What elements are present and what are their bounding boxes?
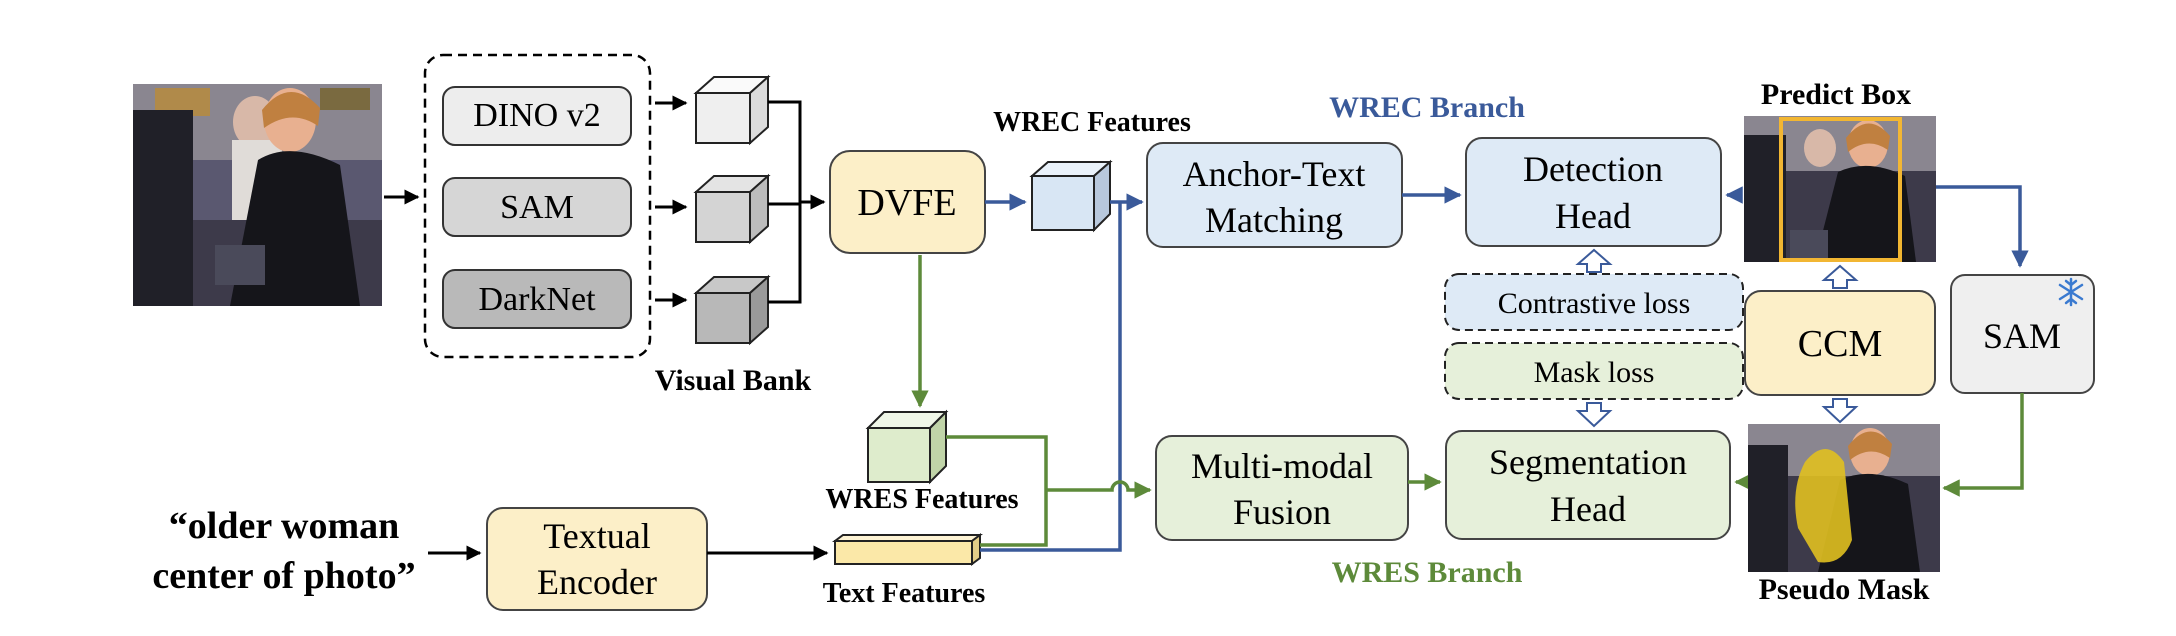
query-line-1: “older woman <box>169 505 399 547</box>
wrec-feature-cube <box>1029 159 1113 233</box>
backbone-sam <box>442 177 632 237</box>
wrec-features-label: WREC Features <box>993 107 1191 138</box>
feature-cube-darknet <box>693 274 771 346</box>
text-features-label: Text Features <box>823 578 986 609</box>
wrec-branch-label: WREC Branch <box>1329 91 1525 124</box>
visual-bank-label: Visual Bank <box>655 364 812 397</box>
textual-encoder-box <box>486 507 708 611</box>
ccm-box <box>1744 290 1936 396</box>
detection-head-box <box>1465 137 1722 247</box>
backbone-darknet <box>442 269 632 329</box>
pseudo-mask-label: Pseudo Mask <box>1759 573 1930 606</box>
fusion-line-2: Fusion <box>1233 492 1331 532</box>
textual-encoder-line-1: Textual <box>543 516 650 556</box>
backbone-dino-v2 <box>442 86 632 146</box>
query-line-2: center of photo” <box>152 555 415 597</box>
input-photo <box>133 84 382 306</box>
feature-cube-dino <box>693 74 771 146</box>
snowflake-icon <box>2058 277 2084 307</box>
segmentation-head-box <box>1445 430 1731 540</box>
detection-head-line-1: Detection <box>1523 149 1663 189</box>
backbone-darknet-label: DarkNet <box>478 281 596 318</box>
detection-head-line-2: Head <box>1555 196 1631 236</box>
visual-bank-frame <box>423 53 652 359</box>
wres-branch-label: WRES Branch <box>1332 556 1523 589</box>
wres-features-label: WRES Features <box>825 484 1018 515</box>
pseudo-mask-image <box>1748 424 1940 572</box>
mask-loss-box <box>1444 342 1744 400</box>
predict-box-image <box>1744 116 1936 262</box>
sam-frozen-label: SAM <box>1983 316 2061 356</box>
fusion-line-1: Multi-modal <box>1191 446 1373 486</box>
backbone-sam-label: SAM <box>500 189 574 226</box>
segmentation-head-line-1: Segmentation <box>1489 442 1687 482</box>
multimodal-fusion-box <box>1155 435 1409 541</box>
ccm-label: CCM <box>1798 323 1882 365</box>
contrastive-loss-label: Contrastive loss <box>1498 287 1691 320</box>
segmentation-head-line-2: Head <box>1550 489 1626 529</box>
anchor-text-line-2: Matching <box>1205 200 1343 240</box>
textual-encoder-line-2: Encoder <box>537 562 657 602</box>
wres-feature-cube <box>865 409 949 485</box>
anchor-text-line-1: Anchor-Text <box>1183 154 1366 194</box>
text-feature-bar <box>832 533 983 566</box>
predict-box-label: Predict Box <box>1761 78 1911 111</box>
mask-loss-label: Mask loss <box>1534 356 1655 389</box>
feature-cube-sam <box>693 173 771 245</box>
contrastive-loss-box <box>1444 273 1744 331</box>
predicted-bounding-box <box>1779 117 1902 262</box>
dvfe-label: DVFE <box>857 182 956 224</box>
backbone-dino-v2-label: DINO v2 <box>473 97 600 134</box>
